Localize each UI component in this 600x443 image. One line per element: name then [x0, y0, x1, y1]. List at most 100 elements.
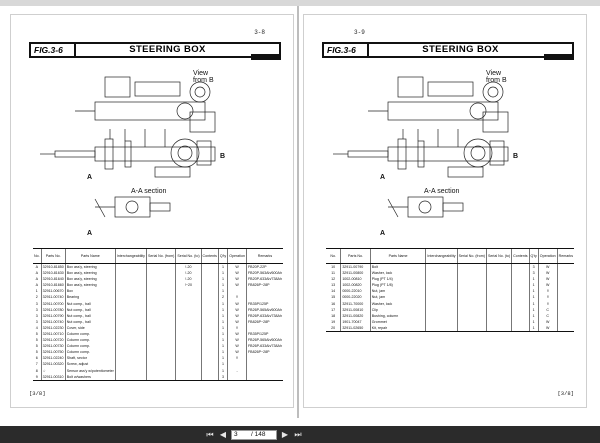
- cell-no: 3: [35, 301, 38, 306]
- view-from-b-label: View: [486, 70, 502, 77]
- figure-title: STEERING BOX: [422, 44, 499, 55]
- cell-no: 19: [331, 319, 336, 324]
- last-page-icon[interactable]: ⏭: [294, 429, 302, 439]
- cell-parts-no: 0000-22020: [340, 294, 371, 301]
- cell-no: 17: [331, 307, 336, 312]
- cell-serial-to: !-20: [175, 270, 202, 277]
- cell-operation: W: [537, 324, 558, 332]
- cell-serial-from: [145, 288, 176, 295]
- cell-parts-name: Bearing: [64, 294, 116, 301]
- cell-no: 8: [35, 368, 38, 373]
- cell-no: 9: [33, 373, 42, 381]
- cell-operation: !!: [537, 294, 558, 301]
- cell-no: 11: [331, 271, 336, 276]
- cell-serial-to: [485, 306, 512, 313]
- exploded-diagram: View from B A A B A-A section: [40, 70, 225, 237]
- cell-interchange: [425, 318, 458, 325]
- cell-serial-from: [456, 294, 487, 301]
- cell-qty: 1: [217, 361, 228, 368]
- cell-qty: 1: [528, 288, 539, 295]
- cell-operation: C: [537, 312, 558, 319]
- cell-parts-no: 32911-00740: [40, 318, 66, 325]
- cell-interchange: [425, 288, 458, 295]
- cell-qty: 1: [217, 263, 228, 270]
- cell-no: 5: [35, 338, 38, 343]
- total-pages: / 148: [251, 430, 266, 438]
- page-number-input[interactable]: [234, 430, 248, 439]
- cell-contents: [200, 337, 219, 344]
- cell-no: 20: [326, 324, 341, 332]
- view-from-b-label: View: [193, 70, 209, 77]
- cell-serial-to: [175, 330, 202, 338]
- cell-no: 15: [331, 295, 336, 300]
- cell-contents: [511, 288, 529, 295]
- cell-operation: W: [227, 318, 247, 325]
- cell-serial-from: [145, 349, 176, 356]
- cell-contents: [511, 300, 529, 307]
- cell-operation: [227, 361, 247, 368]
- cell-qty: 1: [217, 282, 228, 289]
- cell-parts-name: Washer, lock: [369, 300, 426, 307]
- cell-parts-no: 1901-70047: [340, 318, 371, 325]
- cell-contents: [200, 312, 219, 319]
- cell-qty: 1: [217, 349, 228, 356]
- cell-operation: W: [537, 276, 558, 283]
- cell-contents: [200, 361, 219, 368]
- cell-serial-to: [175, 318, 202, 325]
- cell-remarks: [245, 294, 283, 301]
- cell-operation: W: [227, 312, 247, 319]
- cell-parts-no: 32911-00790: [40, 312, 66, 319]
- cell-serial-to: [175, 355, 202, 362]
- cell-serial-from: [145, 324, 176, 331]
- cell-no: A: [35, 283, 38, 288]
- cell-remarks: FB826P~28P: [245, 318, 283, 325]
- cell-no: 5: [35, 344, 38, 349]
- cell-no: 16: [331, 301, 336, 306]
- cell-contents: [511, 312, 529, 319]
- cell-serial-to: [175, 288, 202, 295]
- cell-serial-to: [175, 373, 202, 381]
- cell-parts-no: 32911-02650: [340, 324, 371, 332]
- col-parts-no: Parts No.: [40, 248, 66, 264]
- cell-parts-name: Plug (PT 1/4): [369, 276, 426, 283]
- previous-page-icon[interactable]: ◀: [219, 429, 227, 439]
- cell-no: 14: [331, 289, 336, 294]
- cell-operation: !!: [537, 300, 558, 307]
- next-page-icon[interactable]: ▶: [281, 429, 289, 439]
- col-serial-from: Serial No. (from): [456, 248, 487, 264]
- cell-contents: [511, 306, 529, 313]
- cell-serial-from: [456, 318, 487, 325]
- first-page-icon[interactable]: ⏮: [206, 429, 214, 439]
- cell-contents: [511, 263, 529, 270]
- parts-table: No. Parts No. Parts Name Interchangeabil…: [326, 248, 574, 332]
- cell-remarks: [245, 361, 283, 368]
- cell-serial-from: [145, 282, 176, 289]
- cell-interchange: [114, 282, 147, 289]
- cell-parts-no: 32910-81660: [40, 282, 66, 289]
- cell-parts-no: 32911-00810: [340, 306, 371, 313]
- cell-serial-from: [145, 337, 176, 344]
- col-operation: Operation: [537, 248, 558, 264]
- page-navigation: ⏮ ◀ / 148 ▶ ⏭: [205, 429, 303, 440]
- col-serial-to: Serial No. (to): [485, 248, 512, 264]
- view-from-b-label-2: from B: [486, 77, 507, 84]
- cell-operation: W: [227, 300, 247, 307]
- cell-serial-to: [485, 276, 512, 283]
- cell-parts-name: Nut comp., ball: [64, 306, 116, 313]
- cell-interchange: [114, 318, 147, 325]
- cell-remarks: FB26P-633Ah/738Ah: [245, 312, 283, 319]
- cell-serial-from: [145, 270, 176, 277]
- cell-contents: [200, 306, 219, 313]
- cell-interchange: [114, 343, 147, 350]
- cell-interchange: [114, 349, 147, 356]
- parts-table: No. Parts No. Parts Name Interchangeabil…: [33, 248, 283, 381]
- cell-operation: !!: [227, 324, 247, 331]
- cell-no: A: [35, 277, 38, 282]
- cell-remarks: [556, 318, 574, 325]
